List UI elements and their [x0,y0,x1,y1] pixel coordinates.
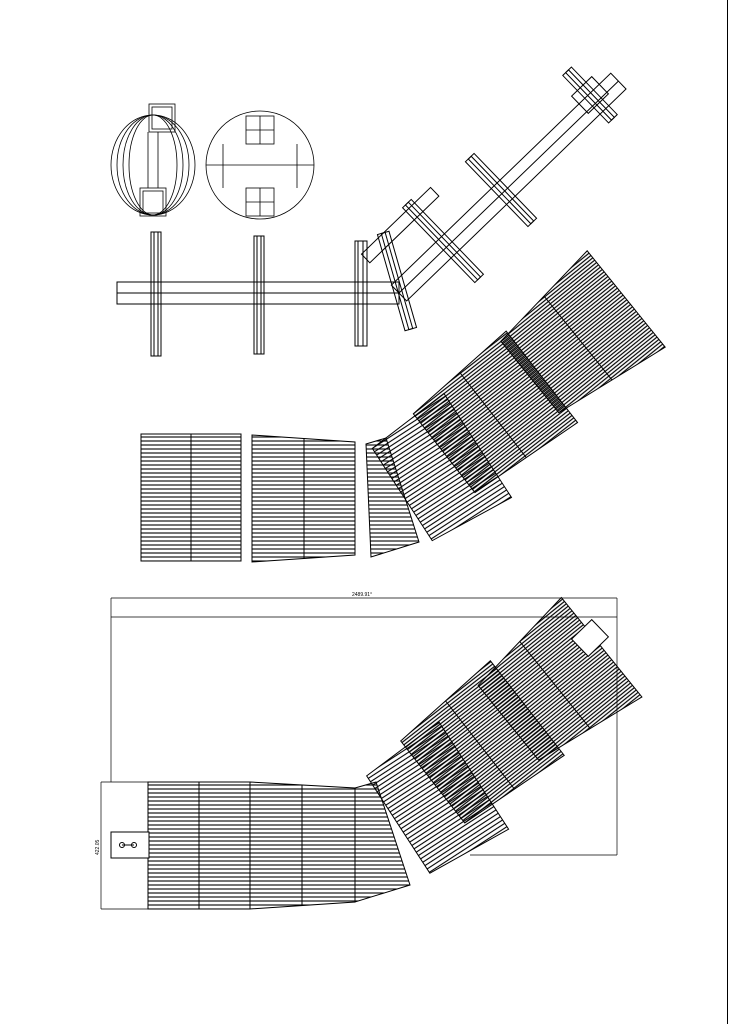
end-view-right [205,110,315,220]
segment-2 [251,434,356,563]
end-view-left [110,103,196,217]
shaft-frame-view [116,66,627,357]
dimension-frame [100,597,618,910]
width-dimension-label: 2489.91° [352,592,372,598]
segment-1 [140,433,242,562]
segment-3 [365,437,420,558]
height-dimension-label: 422.05 [95,839,101,855]
segment-6 [500,250,666,414]
assembled-duct [110,596,643,910]
